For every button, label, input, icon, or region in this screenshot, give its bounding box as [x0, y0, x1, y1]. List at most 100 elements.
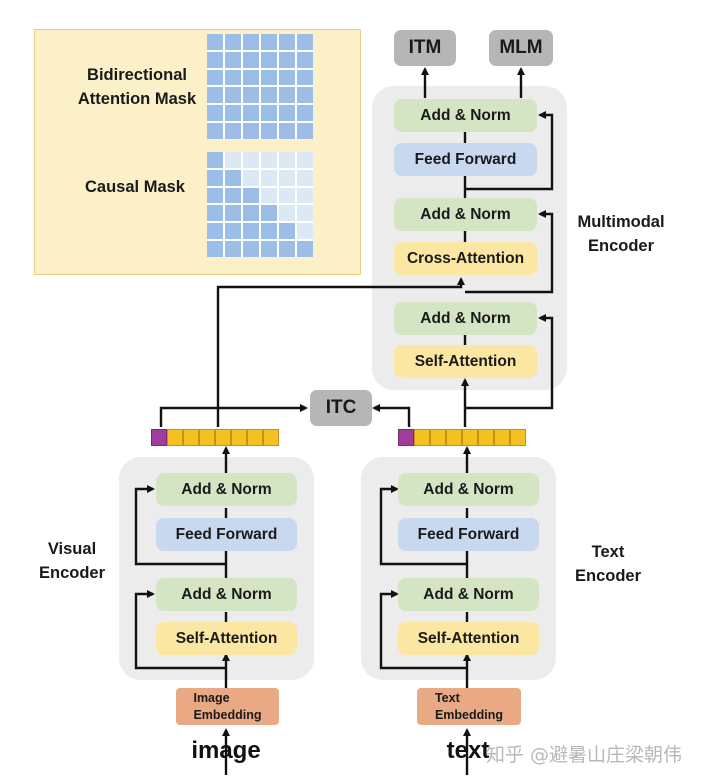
causal-mask-cell: [261, 241, 277, 257]
causal-mask-cell: [225, 152, 241, 168]
bidirectional-mask-cell: [297, 34, 313, 50]
mm-cross-attention: Cross-Attention: [394, 242, 537, 275]
bidirectional-mask-cell: [261, 87, 277, 104]
feature-token: [263, 429, 279, 446]
bidirectional-mask-cell: [297, 105, 313, 122]
feature-token: [446, 429, 462, 446]
bidirectional-mask-cell: [207, 51, 223, 68]
bidirectional-mask-cell: [243, 87, 259, 104]
bidirectional-mask-cell: [207, 69, 223, 86]
causal-mask-cell: [207, 187, 223, 204]
bidirectional-mask-cell: [297, 87, 313, 104]
te-feed-forward: Feed Forward: [398, 518, 539, 551]
causal-mask-cell: [279, 223, 295, 240]
cls-token: [398, 429, 414, 446]
causal-mask-cell: [225, 241, 241, 257]
causal-mask-cell: [297, 205, 313, 222]
causal-mask-cell: [243, 187, 259, 204]
causal-mask-cell: [207, 223, 223, 240]
bidirectional-mask-cell: [261, 69, 277, 86]
feature-token: [247, 429, 263, 446]
bidirectional-mask-cell: [225, 51, 241, 68]
bidirectional-mask-cell: [297, 51, 313, 68]
cls-token: [151, 429, 167, 446]
feature-token: [231, 429, 247, 446]
te-self-attention: Self-Attention: [398, 622, 539, 655]
causal-mask-cell: [225, 169, 241, 186]
bidirectional-mask-cell: [279, 51, 295, 68]
causal-mask-cell: [243, 241, 259, 257]
feature-token: [167, 429, 183, 446]
bidirectional-mask-cell: [261, 105, 277, 122]
causal-mask-grid: [207, 152, 313, 257]
mm-self-attention: Self-Attention: [394, 345, 537, 378]
feature-token: [414, 429, 430, 446]
bidirectional-mask-cell: [279, 123, 295, 139]
bidirectional-mask-cell: [225, 123, 241, 139]
mm-add-norm-3: Add & Norm: [394, 99, 537, 132]
causal-mask-cell: [243, 152, 259, 168]
watermark: 知乎 @避暑山庄梁朝伟: [486, 744, 683, 766]
bidirectional-mask-cell: [279, 105, 295, 122]
bidirectional-mask-grid: [207, 34, 313, 139]
text-encoder-label: Text Encoder: [574, 543, 642, 585]
causal-mask-cell: [297, 169, 313, 186]
feature-token: [183, 429, 199, 446]
bidirectional-mask-cell: [207, 105, 223, 122]
causal-mask-cell: [225, 205, 241, 222]
causal-mask-cell: [207, 169, 223, 186]
bidirectional-mask-cell: [243, 69, 259, 86]
ve-add-norm-1: Add & Norm: [156, 578, 297, 611]
causal-mask-cell: [261, 223, 277, 240]
feature-token: [462, 429, 478, 446]
causal-mask-cell: [297, 152, 313, 168]
causal-mask-cell: [279, 187, 295, 204]
feature-token: [494, 429, 510, 446]
itc-head: ITC: [310, 390, 372, 426]
ve-add-norm-2: Add & Norm: [156, 473, 297, 506]
causal-mask-cell: [279, 241, 295, 257]
multimodal-encoder-panel: [372, 86, 567, 390]
bidirectional-mask-cell: [225, 87, 241, 104]
feature-token: [215, 429, 231, 446]
causal-mask-cell: [297, 223, 313, 240]
bidirectional-mask-cell: [243, 105, 259, 122]
bidirectional-mask-cell: [207, 34, 223, 50]
image-token-sequence: [151, 429, 279, 446]
causal-mask-cell: [207, 241, 223, 257]
bidirectional-mask-cell: [207, 123, 223, 139]
bidirectional-mask-cell: [297, 123, 313, 139]
feature-token: [430, 429, 446, 446]
itm-head: ITM: [394, 30, 456, 66]
text-token-sequence: [398, 429, 526, 446]
mm-add-norm-2: Add & Norm: [394, 198, 537, 231]
bidirectional-mask-cell: [225, 105, 241, 122]
bidirectional-mask-cell: [225, 69, 241, 86]
causal-mask-cell: [261, 205, 277, 222]
causal-mask-label: Causal Mask: [85, 178, 185, 196]
bidirectional-mask-cell: [225, 34, 241, 50]
causal-mask-cell: [279, 169, 295, 186]
te-add-norm-2: Add & Norm: [398, 473, 539, 506]
mm-feed-forward: Feed Forward: [394, 143, 537, 176]
text-embedding: Text Embedding: [417, 688, 521, 725]
causal-mask-cell: [207, 152, 223, 168]
mlm-head: MLM: [489, 30, 553, 66]
causal-mask-cell: [243, 223, 259, 240]
causal-mask-cell: [207, 205, 223, 222]
causal-mask-cell: [279, 205, 295, 222]
image-embedding: Image Embedding: [176, 688, 279, 725]
bidirectional-mask-cell: [261, 34, 277, 50]
causal-mask-cell: [225, 187, 241, 204]
feature-token: [199, 429, 215, 446]
multimodal-encoder-label: Multimodal Encoder: [577, 213, 665, 255]
ve-self-attention: Self-Attention: [156, 622, 297, 655]
feature-token: [510, 429, 526, 446]
causal-mask-cell: [297, 241, 313, 257]
bidirectional-mask-cell: [243, 34, 259, 50]
causal-mask-cell: [243, 205, 259, 222]
bidirectional-mask-cell: [207, 87, 223, 104]
bidirectional-mask-cell: [279, 69, 295, 86]
